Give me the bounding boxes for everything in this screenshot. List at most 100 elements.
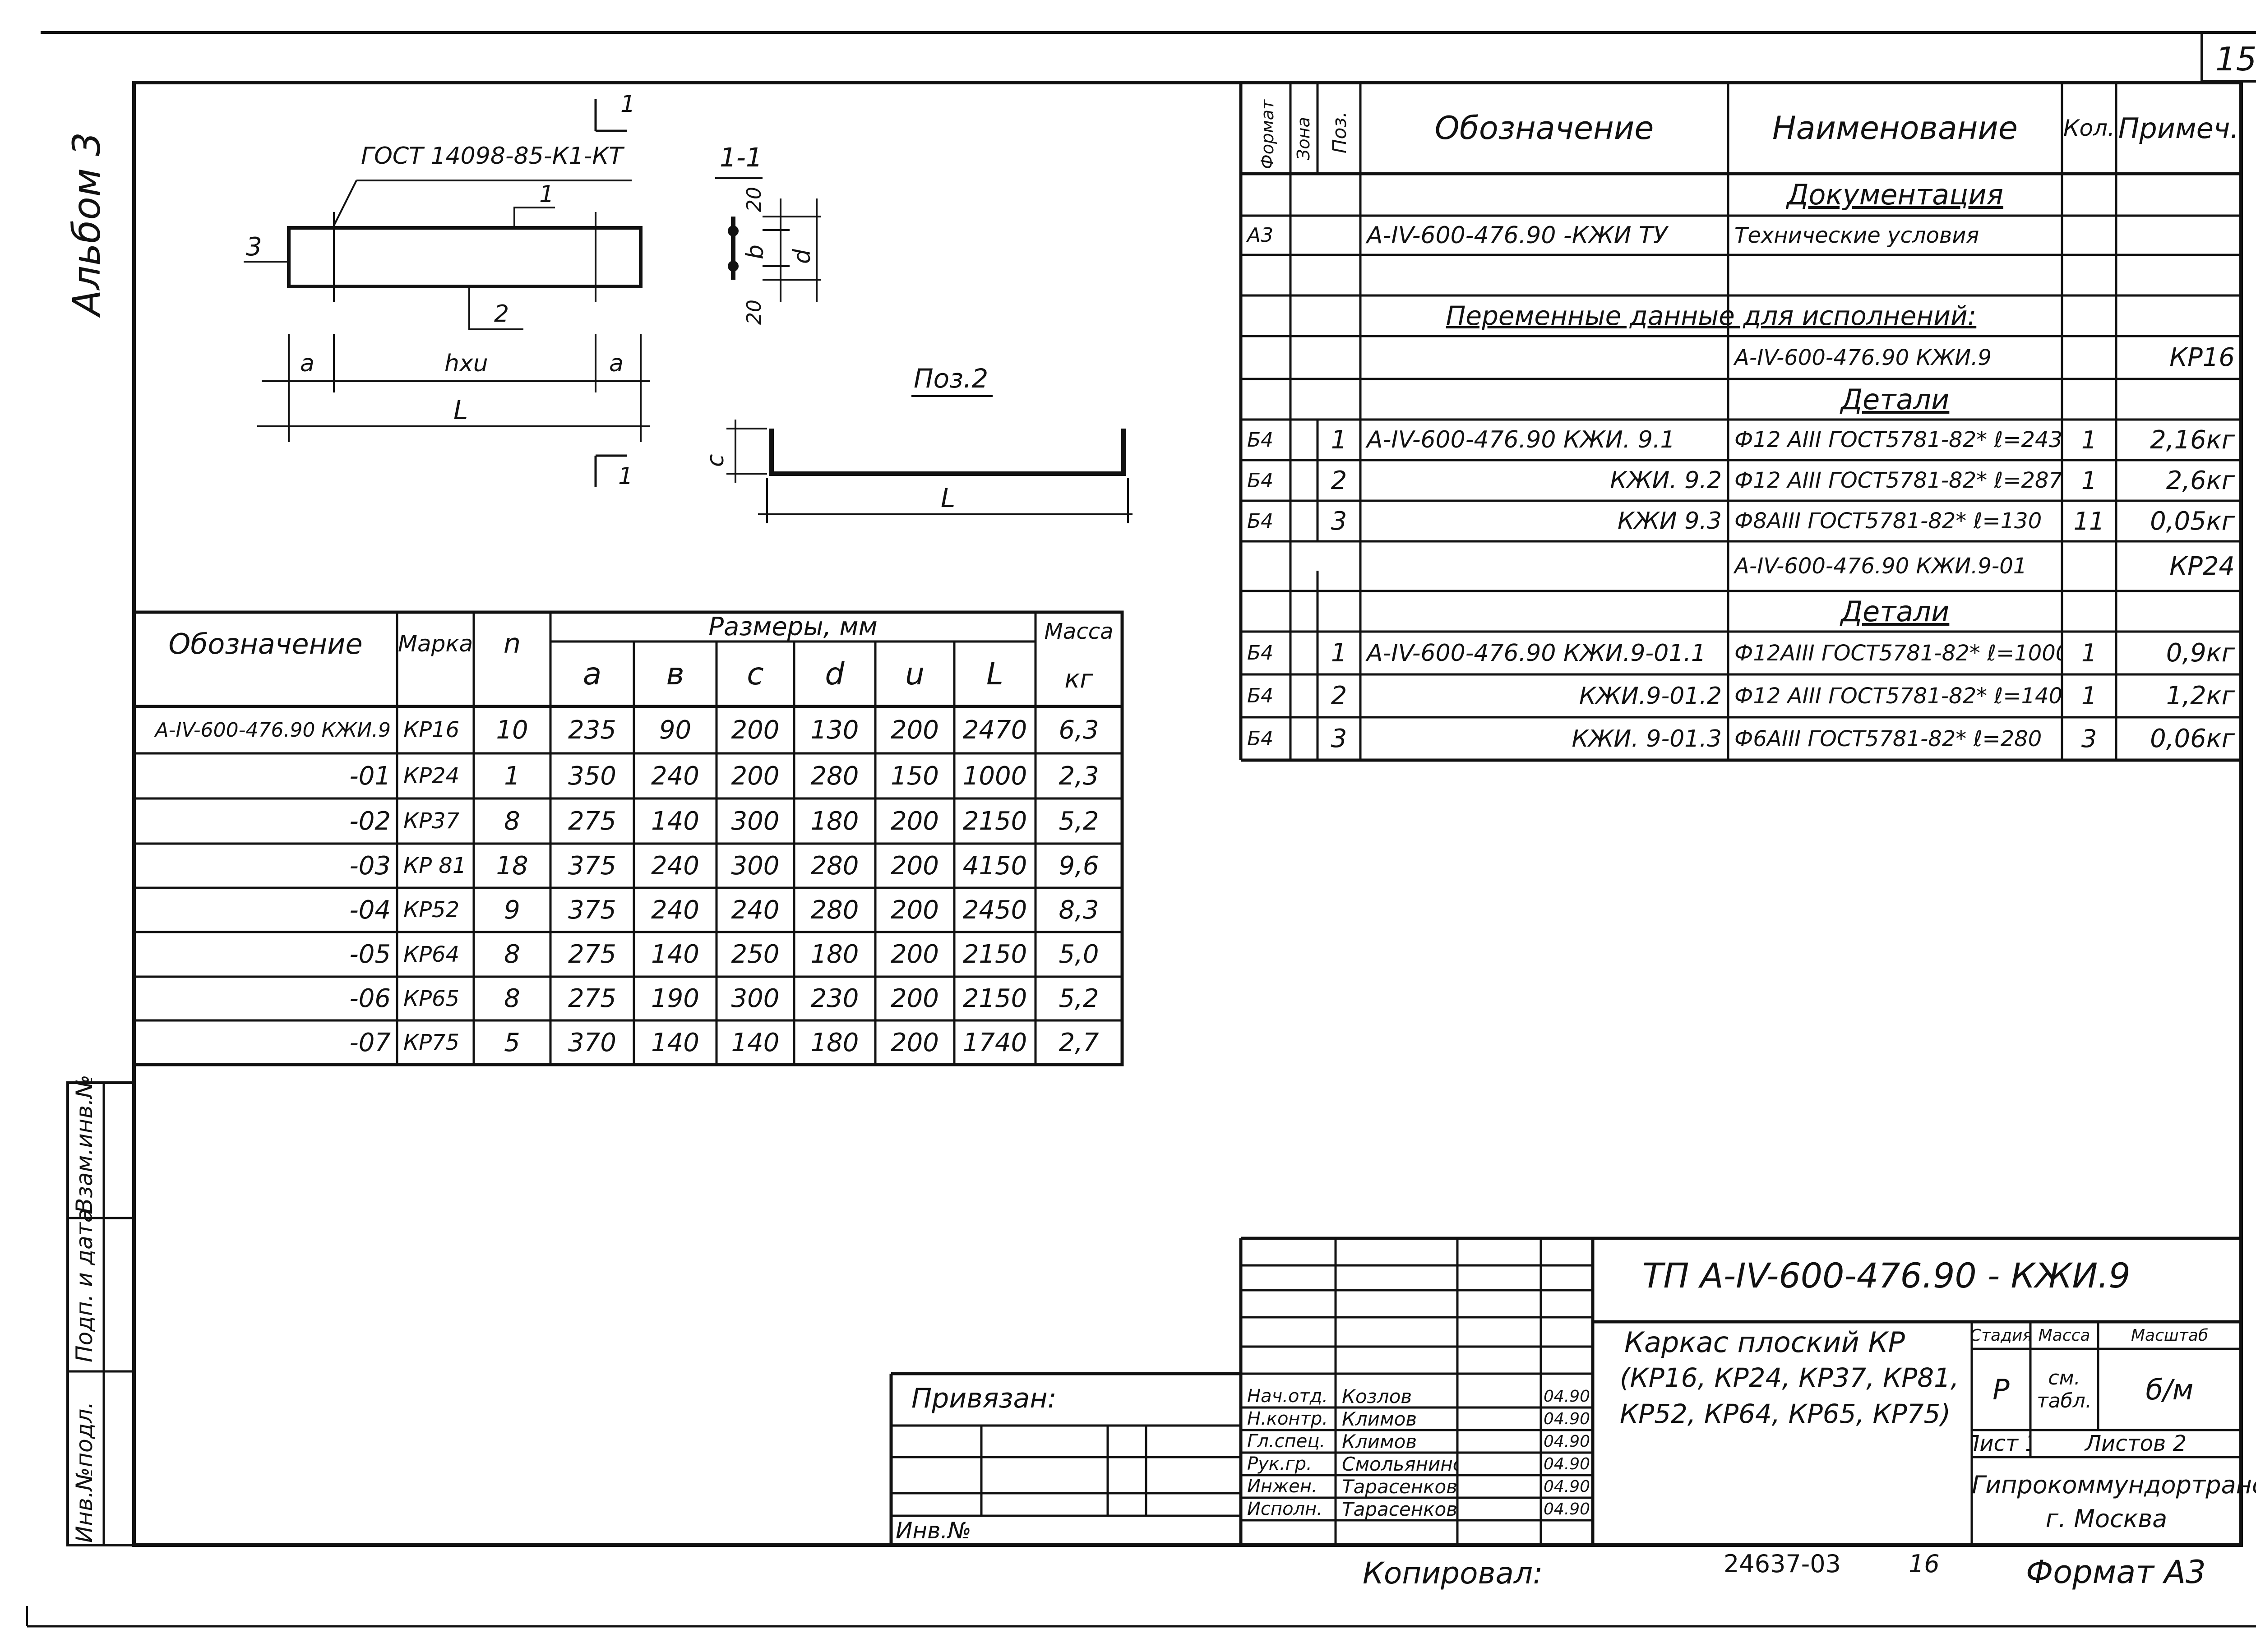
page-number: 15 (2215, 40, 2256, 78)
sizes-cell-mark: КР 81 (403, 853, 467, 878)
copied-label: Копировал: (1363, 1556, 1543, 1591)
sizes-cell-designation: -01 (349, 761, 391, 791)
sizes-cell-c: 300 (731, 984, 780, 1013)
title-line-1: Каркас плоский КР (1624, 1326, 1905, 1359)
spec-cell-qty: 1 (2081, 425, 2097, 454)
title-block-code: ТП А-IV-600-476.90 - КЖИ.9 (1642, 1255, 2131, 1296)
dim-a-right: a (609, 350, 624, 377)
sizes-cell-b: 140 (651, 940, 699, 969)
sizes-cell-mass: 2,7 (1059, 1028, 1099, 1057)
sizes-cell-mass: 6,3 (1059, 715, 1099, 745)
pos2-title: Поз.2 (914, 363, 989, 394)
spec-cell-pos: 3 (1331, 724, 1347, 753)
sizes-cell-d: 180 (810, 806, 859, 836)
sizes-cell-c: 140 (731, 1028, 780, 1057)
sizes-cell-mark: КР75 (403, 1030, 460, 1055)
person-role: Гл.спец. (1247, 1431, 1326, 1452)
spec-cell-designation: КЖИ 9.3 (1617, 508, 1722, 535)
spec-cell-qty: 1 (2081, 639, 2097, 667)
mass-value: см. табл. (2037, 1366, 2092, 1412)
spec-cell-format: Б4 (1247, 727, 1274, 750)
sizes-cell-n: 18 (496, 851, 528, 881)
spec-cell-qty: 11 (2073, 507, 2105, 535)
sizes-cell-b: 90 (659, 715, 692, 745)
spec-cell-qty: 3 (2081, 724, 2097, 753)
sizes-cell-a: 350 (568, 761, 616, 791)
person-date: 04.90 (1544, 1432, 1590, 1451)
dim-L: L (453, 395, 468, 425)
sizes-cell-u: 200 (891, 851, 939, 881)
sizes-cell-mass: 8,3 (1059, 895, 1099, 925)
sizes-sub-L: L (986, 656, 1003, 692)
sizes-header-mass: Масса (1044, 619, 1114, 644)
sizes-cell-L: 2150 (962, 940, 1027, 969)
spec-cell-format: Б4 (1247, 469, 1274, 492)
sizes-header-designation: Обозначение (168, 627, 363, 660)
spec-cell-format: Б4 (1247, 509, 1274, 533)
spec-cell-format: А3 (1247, 224, 1274, 247)
person-role: Рук.гр. (1247, 1454, 1312, 1474)
sizes-cell-u: 200 (891, 806, 939, 836)
sizes-cell-u: 200 (891, 895, 939, 925)
person-name: Климов (1342, 1430, 1417, 1453)
spec-cell-pos: 1 (1331, 638, 1347, 668)
sizes-cell-n: 10 (496, 715, 528, 745)
sizes-cell-mass: 5,0 (1059, 940, 1099, 969)
sizes-cell-b: 190 (651, 984, 699, 1013)
spec-cell-designation: КЖИ. 9.2 (1610, 467, 1722, 494)
person-name: Тарасенкова (1342, 1475, 1457, 1498)
spec-cell-name: А-IV-600-476.90 КЖИ.9 (1734, 345, 1992, 370)
sizes-cell-L: 2150 (962, 984, 1027, 1013)
spec-cell-qty: 1 (2081, 466, 2097, 495)
sizes-sub-u: u (905, 656, 925, 692)
sizes-cell-d: 180 (810, 940, 859, 969)
spec-cell-pos: 1 (1331, 425, 1347, 455)
spec-cell-name: Ф12 АIII ГОСТ5781-82* ℓ=2430 (1734, 427, 2062, 452)
sizes-cell-b: 140 (651, 1028, 699, 1057)
sizes-cell-a: 375 (568, 895, 616, 925)
gost-label: ГОСТ 14098-85-К1-КТ (361, 143, 624, 170)
sizes-cell-b: 240 (651, 895, 699, 925)
spec-cell-name: Детали (1840, 383, 1950, 416)
spec-cell-designation: А-IV-600-476.90 КЖИ.9-01.1 (1367, 639, 1706, 667)
sizes-cell-L: 2450 (962, 895, 1027, 925)
sizes-header-sizes: Размеры, мм (708, 612, 878, 641)
sizes-sub-c: с (747, 656, 764, 692)
spec-cell-name: Ф6АIII ГОСТ5781-82* ℓ=280 (1734, 726, 2042, 752)
org-line-1: Гипрокоммундортранс (1972, 1471, 2256, 1499)
sizes-cell-u: 150 (891, 761, 939, 791)
dim-hxu: hxu (444, 350, 488, 377)
spec-cell-designation: А-IV-600-476.90 -КЖИ ТУ (1367, 221, 1668, 249)
sizes-cell-mark: КР65 (403, 986, 460, 1011)
spec-header-designation: Обозначение (1434, 110, 1654, 147)
person-name: Климов (1342, 1407, 1417, 1430)
sizes-cell-designation: -03 (349, 851, 391, 881)
person-date: 04.90 (1544, 1500, 1590, 1518)
sizes-cell-c: 200 (731, 715, 780, 745)
inv-label: Инв.№ (896, 1518, 971, 1544)
org-line-2: г. Москва (2045, 1504, 2168, 1533)
sizes-cell-u: 200 (891, 940, 939, 969)
sizes-cell-a: 275 (568, 806, 616, 836)
spec-cell-name: Ф12 АIII ГОСТ5781-82* ℓ=1400 (1734, 683, 2062, 709)
sizes-cell-designation: -06 (349, 984, 391, 1013)
sizes-cell-a: 375 (568, 851, 616, 881)
person-name: Тарасенкова (1342, 1498, 1457, 1520)
person-role: Н.контр. (1247, 1408, 1328, 1429)
sizes-cell-designation: -07 (349, 1028, 391, 1057)
mass-label: Масса (2038, 1326, 2090, 1345)
spec-header-note: Примеч. (2118, 111, 2239, 145)
sizes-cell-d: 230 (810, 984, 859, 1013)
callout-1: 1 (539, 181, 555, 208)
sizes-cell-designation: -05 (349, 940, 391, 969)
sizes-cell-b: 140 (651, 806, 699, 836)
dim-L-pos2: L (941, 483, 956, 513)
sizes-cell-c: 240 (731, 895, 780, 925)
sizes-cell-mass: 5,2 (1059, 806, 1099, 836)
sizes-sub-a: a (582, 656, 602, 692)
spec-cell-format: Б4 (1247, 428, 1274, 452)
spec-cell-note: 2,6кг (2166, 466, 2235, 495)
sizes-cell-c: 300 (731, 851, 780, 881)
